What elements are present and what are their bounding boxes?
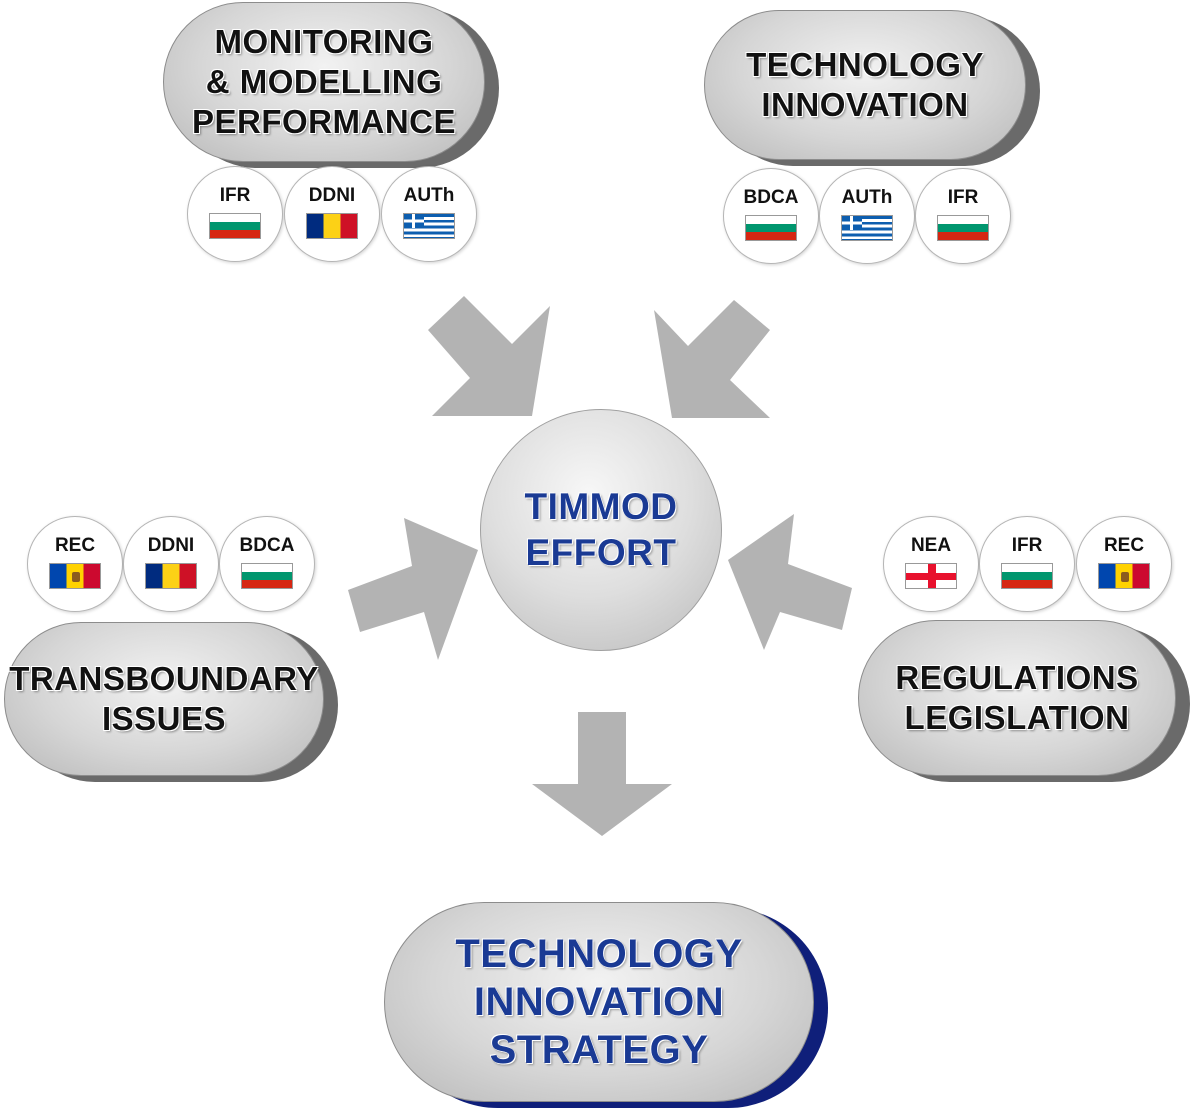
pill-line: LEGISLATION xyxy=(904,699,1130,736)
partner-badge: DDNI xyxy=(284,166,380,262)
pill-line: TRANSBOUNDARY xyxy=(9,660,319,697)
partner-code: IFR xyxy=(1011,535,1043,556)
partner-badge: BDCA xyxy=(219,516,315,612)
technology-innovation-strategy-pill: TECHNOLOGY INNOVATION STRATEGY xyxy=(384,902,814,1102)
partner-code: NEA xyxy=(910,535,952,556)
regulations-legislation-block: REGULATIONS LEGISLATION xyxy=(858,620,1190,782)
partner-code: BDCA xyxy=(239,535,295,556)
partner-badge: REC xyxy=(1076,516,1172,612)
partner-badge: AUTh xyxy=(381,166,477,262)
partner-code: AUTh xyxy=(403,185,455,206)
regulations-legislation-pill: REGULATIONS LEGISLATION xyxy=(858,620,1176,776)
partner-code: BDCA xyxy=(743,187,799,208)
bulgaria-flag-icon xyxy=(209,213,261,239)
partner-code: IFR xyxy=(947,187,979,208)
partner-code: DDNI xyxy=(308,185,356,206)
arrow-top-right xyxy=(654,300,770,418)
monitoring-modelling-block: MONITORING & MODELLING PERFORMANCE xyxy=(163,2,499,168)
partner-code: REC xyxy=(1103,535,1145,556)
partner-badge: IFR xyxy=(915,168,1011,264)
partner-code: DDNI xyxy=(147,535,195,556)
pill-line: ISSUES xyxy=(101,700,227,737)
partner-code: REC xyxy=(54,535,96,556)
monitoring-modelling-pill: MONITORING & MODELLING PERFORMANCE xyxy=(163,2,485,162)
center-line: EFFORT xyxy=(525,532,677,573)
moldova-flag-icon xyxy=(1098,563,1150,589)
greece-flag-icon xyxy=(403,213,455,239)
pill-line: REGULATIONS xyxy=(895,659,1139,696)
partner-badge: REC xyxy=(27,516,123,612)
partner-badge: DDNI xyxy=(123,516,219,612)
timmod-effort-circle: TIMMOD EFFORT xyxy=(480,409,722,651)
technology-innovation-block: TECHNOLOGY INNOVATION xyxy=(704,10,1040,166)
partner-code: IFR xyxy=(219,185,251,206)
georgia-flag-icon xyxy=(905,563,957,589)
pill-line: TECHNOLOGY xyxy=(746,46,984,83)
partner-badge: NEA xyxy=(883,516,979,612)
romania-flag-icon xyxy=(145,563,197,589)
bulgaria-flag-icon xyxy=(937,215,989,241)
partner-badge: IFR xyxy=(979,516,1075,612)
transboundary-issues-block: TRANSBOUNDARY ISSUES xyxy=(4,622,338,782)
arrow-down xyxy=(532,712,672,836)
arrow-left xyxy=(348,518,478,660)
moldova-flag-icon xyxy=(49,563,101,589)
greece-flag-icon xyxy=(841,215,893,241)
romania-flag-icon xyxy=(306,213,358,239)
pill-line: STRATEGY xyxy=(489,1028,709,1072)
technology-innovation-strategy-block: TECHNOLOGY INNOVATION STRATEGY xyxy=(384,902,828,1108)
arrow-top-left xyxy=(428,296,550,416)
transboundary-issues-pill: TRANSBOUNDARY ISSUES xyxy=(4,622,324,776)
pill-line: PERFORMANCE xyxy=(191,103,456,140)
bulgaria-flag-icon xyxy=(241,563,293,589)
pill-line: MONITORING xyxy=(214,23,434,60)
partner-badge: AUTh xyxy=(819,168,915,264)
arrow-right xyxy=(728,514,852,650)
partner-code: AUTh xyxy=(841,187,893,208)
center-line: TIMMOD xyxy=(524,486,678,527)
technology-innovation-pill: TECHNOLOGY INNOVATION xyxy=(704,10,1026,160)
partner-badge: BDCA xyxy=(723,168,819,264)
bulgaria-flag-icon xyxy=(745,215,797,241)
bulgaria-flag-icon xyxy=(1001,563,1053,589)
pill-line: & MODELLING xyxy=(205,63,443,100)
pill-line: TECHNOLOGY xyxy=(455,932,743,976)
pill-line: INNOVATION xyxy=(473,980,725,1024)
partner-badge: IFR xyxy=(187,166,283,262)
pill-line: INNOVATION xyxy=(761,86,969,123)
